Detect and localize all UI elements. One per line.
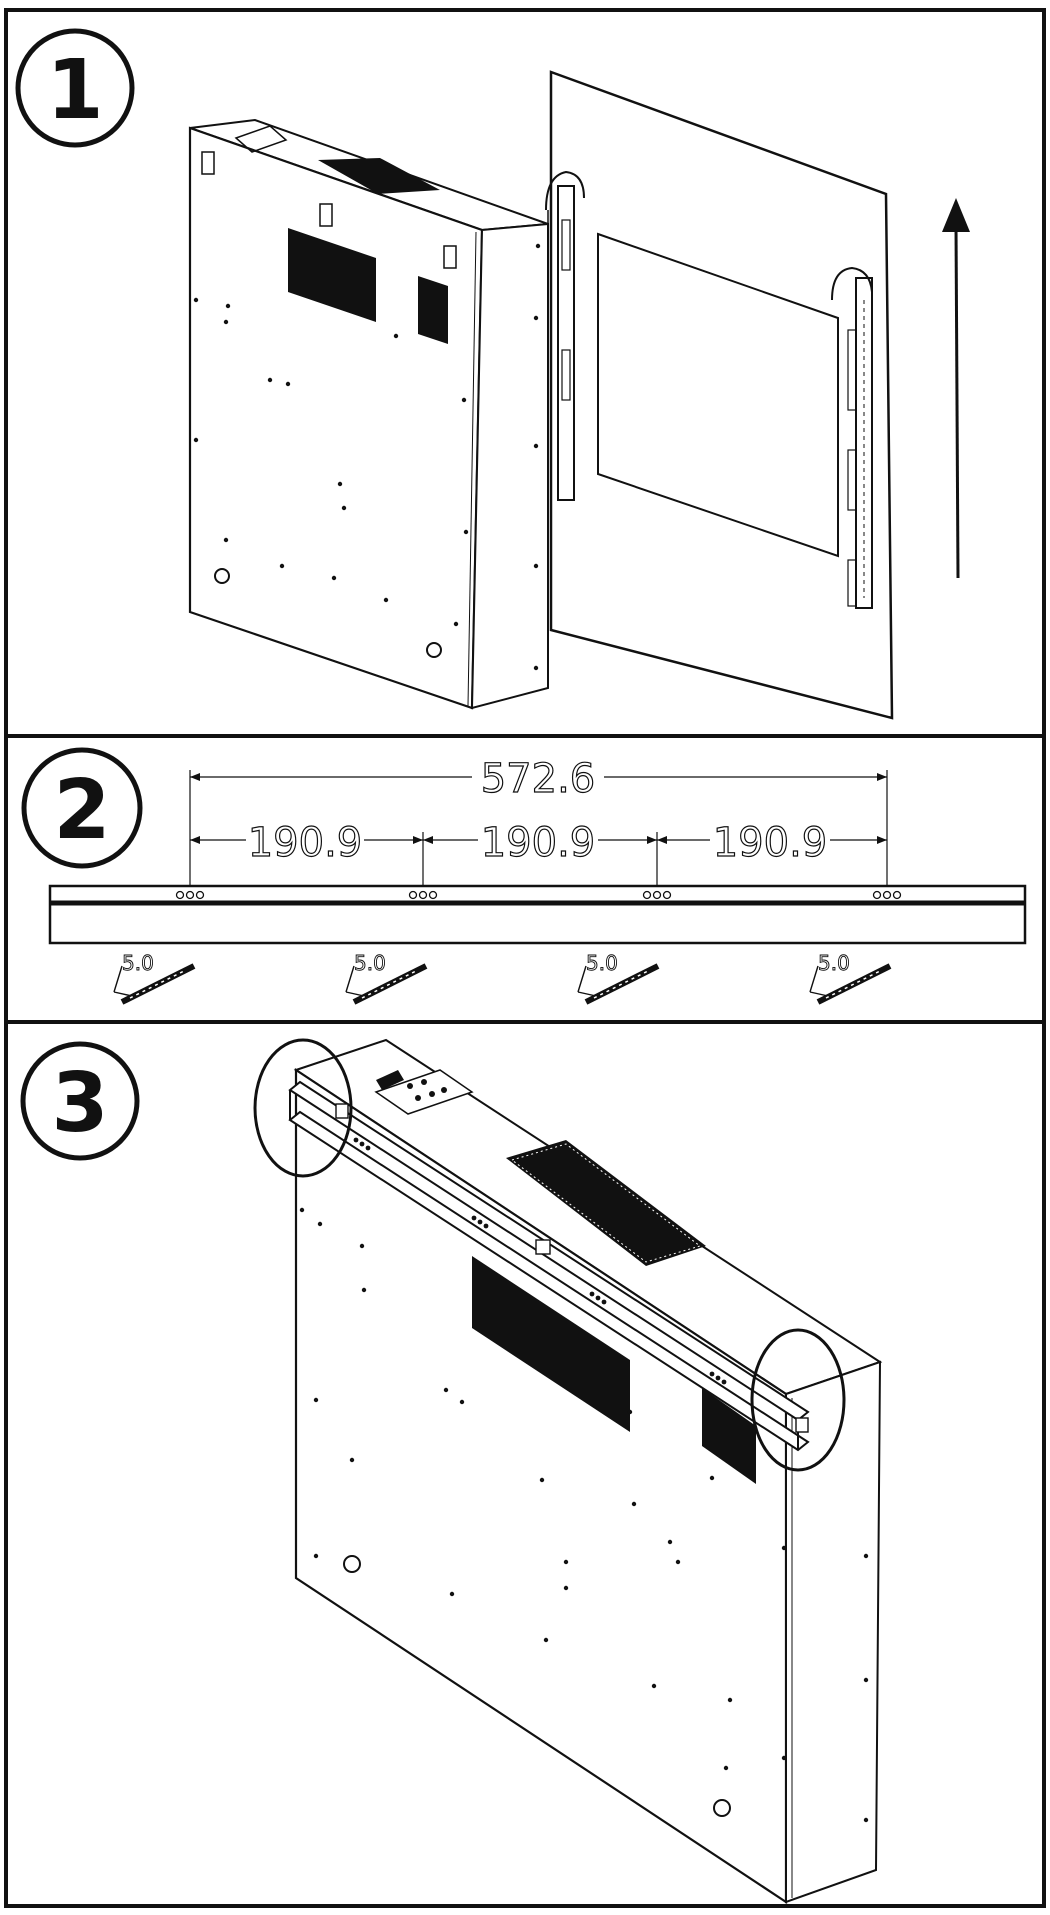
heater-rear-view	[188, 118, 549, 710]
spacing-dimension-2: 190.9	[481, 820, 596, 866]
step-2-number: 2	[53, 763, 110, 858]
screw-size-label-2: 5.0	[354, 951, 386, 975]
installed-mounting-rail	[288, 1080, 810, 1452]
spacing-dimension-3: 190.9	[713, 820, 828, 866]
right-mounting-rail	[831, 266, 873, 609]
wall-anchor-screw-icon: 5.0	[345, 951, 428, 1005]
spacing-dimension-1: 190.9	[248, 820, 363, 866]
wall-anchor-screw-icon: 5.0	[809, 951, 892, 1005]
screw-size-label-4: 5.0	[818, 951, 850, 975]
wall-anchor-screw-icon: 5.0	[577, 951, 660, 1005]
up-arrow-icon	[942, 198, 970, 579]
total-dimension-label: 572.6	[481, 756, 596, 802]
wall-mounting-board	[545, 70, 894, 720]
screw-size-label-1: 5.0	[122, 951, 154, 975]
step-2-badge: 2	[21, 747, 143, 869]
screw-size-label-3: 5.0	[586, 951, 618, 975]
left-mounting-rail	[545, 170, 585, 501]
step-3-number: 3	[51, 1056, 108, 1151]
dimension-group: 572.6 190.9 190.9 190.9	[189, 755, 888, 890]
step-1-number: 1	[46, 43, 103, 138]
mounting-rail-bar	[48, 884, 1027, 945]
highlight-circle	[253, 1038, 353, 1178]
step-3-badge: 3	[20, 1041, 140, 1161]
heater-mounted-view	[293, 1038, 883, 1905]
step-1-badge: 1	[15, 28, 135, 148]
wall-anchor-screw-icon: 5.0	[113, 951, 196, 1005]
outer-frame	[4, 8, 1046, 1908]
highlight-circle	[750, 1328, 846, 1472]
